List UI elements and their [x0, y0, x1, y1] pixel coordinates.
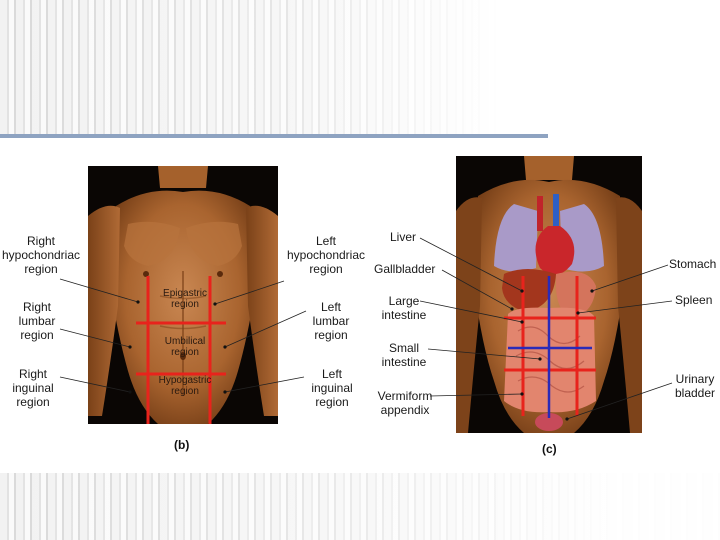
bottom-fade: [0, 473, 720, 540]
label-right-inguinal: Right inguinal region: [6, 367, 60, 409]
label-large-intestine: Large intestine: [376, 294, 432, 322]
top-fade: [0, 0, 720, 135]
organs-illustration-c: [456, 156, 642, 433]
label-hypogastric-region: Hypogastric region: [150, 375, 220, 397]
label-umbilical-region: Umbilical region: [152, 336, 218, 358]
label-left-hypochondriac: Left hypochondriac region: [284, 234, 368, 276]
caption-b: (b): [174, 438, 189, 452]
label-vermiform-appendix: Vermiform appendix: [374, 389, 436, 417]
label-liver: Liver: [390, 230, 416, 244]
label-gallbladder: Gallbladder: [374, 262, 435, 276]
panel-b-abdominal-regions: Epigastric region Umbilical region Hypog…: [0, 139, 368, 473]
title-rule: [0, 134, 548, 138]
label-spleen: Spleen: [675, 293, 712, 307]
panel-c-abdominal-organs: Liver Gallbladder Large intestine Small …: [372, 139, 720, 473]
label-left-lumbar: Left lumbar region: [306, 300, 356, 342]
label-right-lumbar: Right lumbar region: [12, 300, 62, 342]
label-left-inguinal: Left inguinal region: [304, 367, 360, 409]
caption-c: (c): [542, 442, 557, 456]
label-urinary-bladder: Urinary bladder: [672, 372, 718, 400]
label-stomach: Stomach: [669, 257, 716, 271]
torso-photo-c: [456, 156, 642, 433]
label-small-intestine: Small intestine: [376, 341, 432, 369]
label-right-hypochondriac: Right hypochondriac region: [0, 234, 82, 276]
label-epigastric-region: Epigastric region: [152, 288, 218, 310]
